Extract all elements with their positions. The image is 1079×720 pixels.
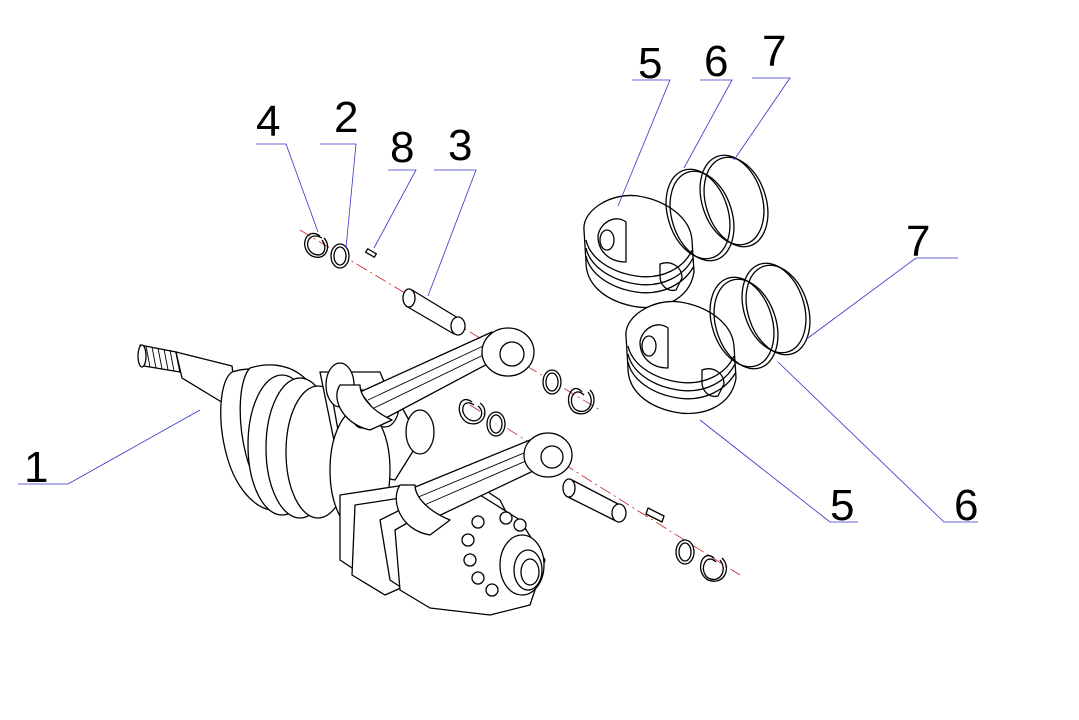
- leader-7b: [807, 257, 958, 339]
- leader-7a: [733, 77, 791, 161]
- leader-8: [373, 169, 417, 249]
- washer-group: [330, 243, 695, 565]
- leader-6a: [683, 79, 733, 169]
- leader-5b: [699, 419, 858, 523]
- piston-ring-7-lower: [741, 262, 811, 356]
- callout-6a: 6: [704, 37, 728, 86]
- callout-numbers: 1 2 3 4 5 5 6 6 7 7 8: [24, 27, 978, 530]
- leader-2: [320, 143, 357, 249]
- callout-7b: 7: [906, 217, 930, 266]
- leader-1: [18, 409, 201, 485]
- connecting-rod-upper: [336, 327, 535, 431]
- callout-5a: 5: [638, 39, 662, 88]
- locating-pin-lower: [645, 507, 665, 523]
- leader-6b: [777, 361, 978, 523]
- piston-ring-6-upper: [665, 168, 735, 262]
- crankshaft-bolt-circle: [461, 511, 527, 597]
- callout-5b: 5: [830, 481, 854, 530]
- leader-3: [427, 169, 477, 297]
- callout-8: 8: [390, 123, 414, 172]
- leader-5a: [617, 79, 671, 207]
- locating-pin-upper: [365, 248, 377, 258]
- connecting-rod-lower: [395, 432, 573, 536]
- callout-1: 1: [24, 443, 48, 492]
- piston-upper: [583, 194, 695, 309]
- callout-2: 2: [334, 93, 358, 142]
- circlip-group: [304, 233, 727, 582]
- leader-4: [256, 143, 319, 233]
- callout-6b: 6: [954, 481, 978, 530]
- callout-4: 4: [256, 97, 280, 146]
- callout-7a: 7: [762, 27, 786, 76]
- piston-lower: [625, 300, 737, 415]
- piston-ring-6-lower: [709, 276, 779, 370]
- callout-3: 3: [448, 121, 472, 170]
- piston-ring-7-upper: [699, 154, 769, 248]
- wrist-pin-upper: [402, 288, 466, 336]
- wrist-pin-lower: [562, 478, 627, 523]
- crankshaft-thread: [137, 344, 181, 373]
- leader-lines: [18, 77, 978, 523]
